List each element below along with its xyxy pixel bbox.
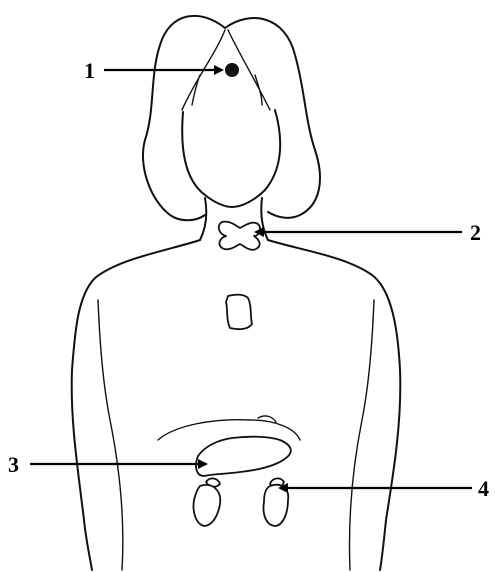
label-4: 4	[478, 476, 489, 501]
pituitary-gland	[225, 63, 239, 77]
kidney-left	[193, 485, 220, 526]
body-outline	[72, 240, 401, 570]
stomach-outline	[158, 416, 300, 440]
face-outline	[182, 110, 280, 207]
thymus-gland	[226, 295, 252, 330]
hair-outline	[143, 16, 320, 220]
kidney-right	[264, 485, 289, 526]
pancreas	[196, 437, 291, 476]
label-1: 1	[84, 58, 95, 83]
label-3: 3	[8, 452, 19, 477]
thyroid-gland	[219, 222, 260, 250]
waist-outline	[98, 300, 374, 570]
label-2: 2	[470, 220, 481, 245]
